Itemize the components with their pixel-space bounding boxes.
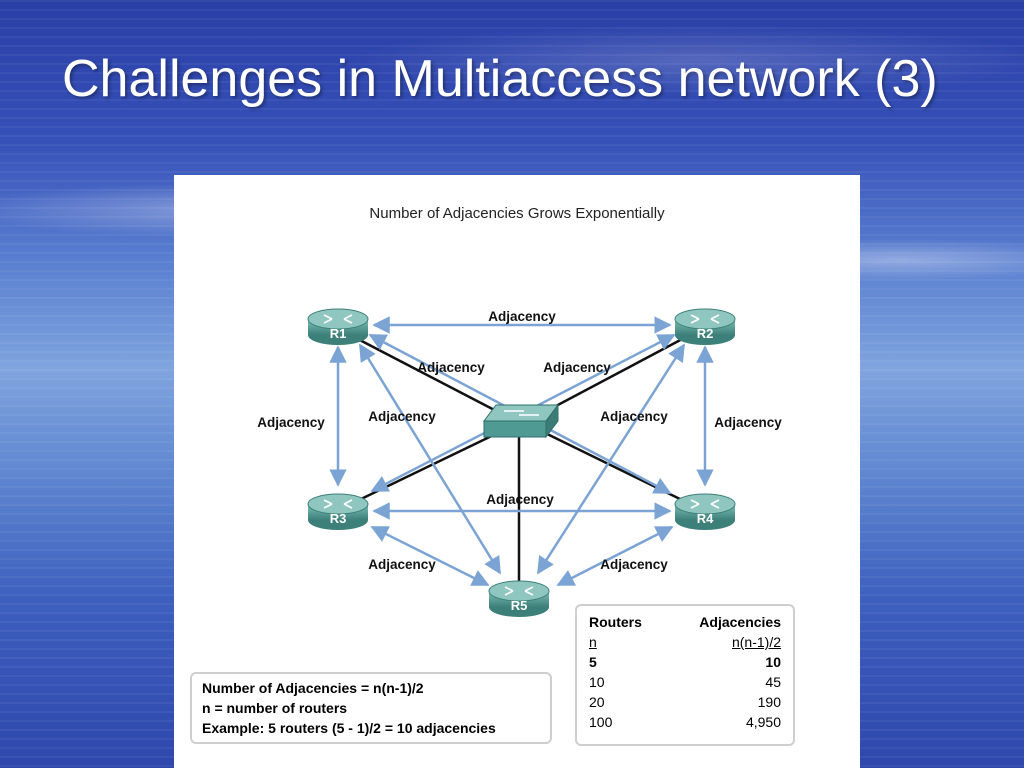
formula-line-1: Number of Adjacencies = n(n-1)/2 — [202, 680, 424, 696]
table-cell: 20 — [589, 694, 605, 710]
adjacency-labels: Adjacency Adjacency Adjacency Adjacency … — [257, 309, 782, 572]
table-row: 10 45 — [589, 672, 781, 692]
adjacency-label-r4-r5: Adjacency — [600, 557, 668, 572]
network-diagram: R1 R2 R3 R4 R5 — [257, 308, 782, 617]
router-label-r4: R4 — [697, 511, 714, 526]
adjacency-arrows — [329, 316, 714, 587]
formula-line-2: n = number of routers — [202, 700, 348, 716]
adjacency-label-r1-sw: Adjacency — [417, 360, 485, 375]
adjacency-label-r3-r4: Adjacency — [486, 492, 554, 507]
diagram-figure: R1 R2 R3 R4 R5 — [174, 175, 860, 768]
formula-line-3: Example: 5 routers (5 - 1)/2 = 10 adjace… — [202, 720, 496, 736]
link-r3-switch — [358, 428, 505, 502]
adjacency-label-r2-sw: Adjacency — [543, 360, 611, 375]
router-icon-r1: R1 — [307, 308, 369, 345]
table-cell: 4,950 — [745, 714, 781, 730]
router-label-r3: R3 — [330, 511, 347, 526]
table-cell: 45 — [765, 674, 781, 690]
table-cell: 10 — [589, 674, 605, 690]
link-r1-switch — [353, 335, 505, 417]
adjacency-label-r1-r3: Adjacency — [257, 415, 325, 430]
switch-icon — [483, 403, 559, 439]
router-icon-r4: R4 — [674, 493, 736, 530]
router-icon-r3: R3 — [307, 493, 369, 530]
adjacency-label-r1-r5: Adjacency — [368, 409, 436, 424]
adjacency-label-r2-r5: Adjacency — [600, 409, 668, 424]
arrow-r1-r5 — [358, 343, 502, 575]
link-r4-switch — [538, 428, 683, 502]
adjacency-label-r3-r5: Adjacency — [368, 557, 436, 572]
arrow-r3-r5 — [370, 525, 490, 587]
table-row: 20 190 — [589, 692, 781, 712]
table-row: n n(n-1)/2 — [589, 632, 781, 652]
router-label-r2: R2 — [697, 326, 714, 341]
adjacency-table: Routers Adjacencies n n(n-1)/2 5 10 10 4… — [575, 604, 795, 746]
formula-box: Number of Adjacencies = n(n-1)/2 n = num… — [190, 672, 552, 744]
adjacency-label-r1-r2: Adjacency — [488, 309, 556, 324]
arrow-r4-r5 — [556, 525, 674, 587]
arrow-r2-r5 — [536, 343, 686, 575]
adjacency-label-r2-r4: Adjacency — [714, 415, 782, 430]
figure-title: Number of Adjacencies Grows Exponentiall… — [369, 205, 665, 222]
router-label-r1: R1 — [330, 326, 347, 341]
table-cell: 10 — [765, 654, 781, 670]
table-row: 100 4,950 — [589, 712, 781, 732]
table-header-routers: Routers — [589, 614, 642, 630]
table-header-row: Routers Adjacencies — [589, 612, 781, 632]
table-cell: 190 — [757, 694, 781, 710]
table-cell: n(n-1)/2 — [731, 634, 781, 650]
table-cell: n — [589, 634, 597, 650]
table-row: 5 10 — [589, 652, 781, 672]
table-header-adjacencies: Adjacencies — [699, 614, 781, 630]
router-label-r5: R5 — [511, 598, 528, 613]
table-cell: 5 — [589, 654, 597, 670]
table-cell: 100 — [589, 714, 613, 730]
router-icon-r2: R2 — [674, 308, 736, 345]
slide-title: Challenges in Multiaccess network (3) — [62, 50, 938, 108]
router-icon-r5: R5 — [488, 580, 550, 617]
